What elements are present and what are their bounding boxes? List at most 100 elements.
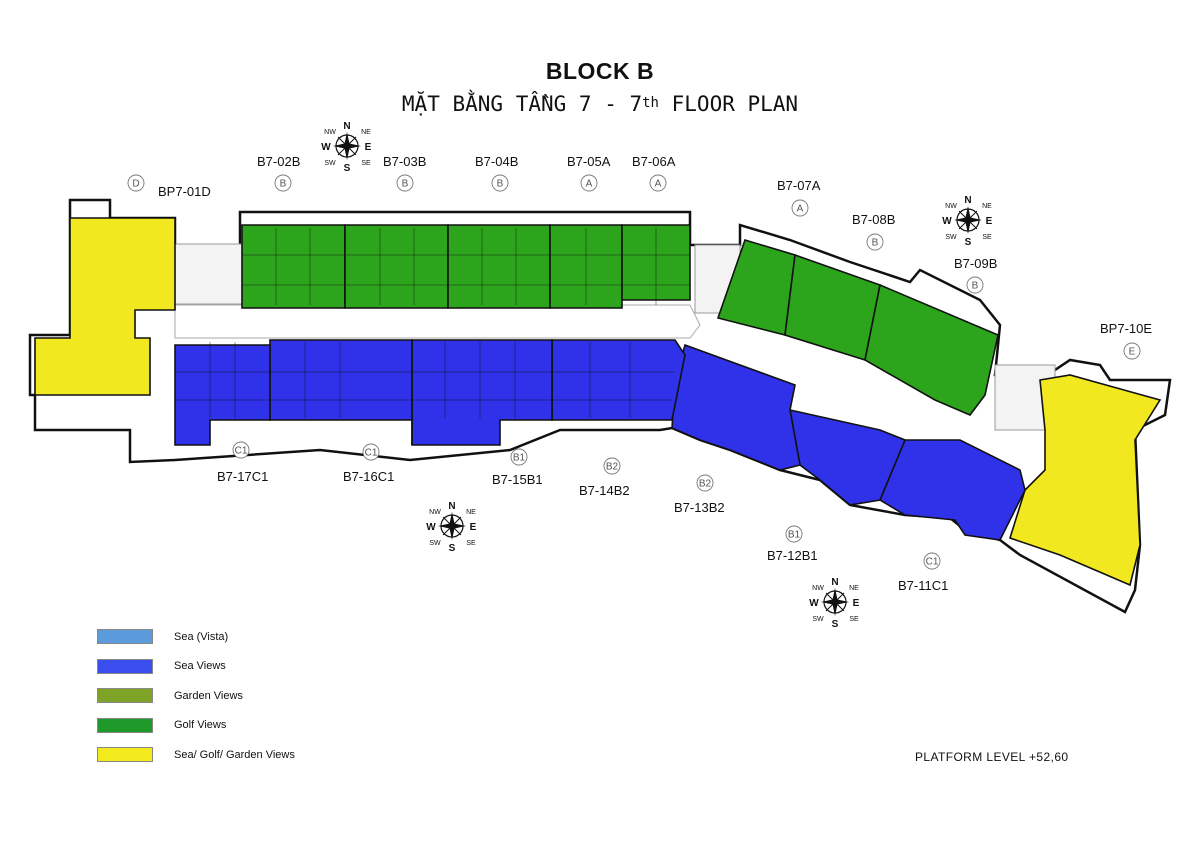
compass-direction-label: SE <box>361 160 371 167</box>
compass-direction-label: SE <box>982 234 992 241</box>
legend-item-sea-golf-garden-views: Sea/ Golf/ Garden Views <box>97 740 295 770</box>
compass-direction-label: N <box>448 501 455 512</box>
compass-direction-label: E <box>470 522 477 533</box>
compass-direction-label: W <box>942 216 952 227</box>
floor-plan-title: MẶT BẰNG TẦNG 7 - 7th FLOOR PLAN <box>0 92 1200 116</box>
unit-type-code: B <box>280 179 287 190</box>
block-title: BLOCK B <box>545 58 655 84</box>
unit-label-b7-06a: B7-06A <box>632 154 676 169</box>
compass-direction-label: S <box>832 619 839 630</box>
unit-type-code: A <box>586 179 593 190</box>
compass-direction-label: N <box>343 121 350 132</box>
compass-direction-label: SE <box>849 616 859 623</box>
compass-direction-label: N <box>964 195 971 206</box>
unit-type-marker <box>274 174 292 192</box>
unit-label-b7-13b2: B7-13B2 <box>674 500 725 515</box>
legend-label: Garden Views <box>174 689 243 702</box>
compass-direction-label: S <box>449 543 456 554</box>
compass-direction-label: W <box>426 522 436 533</box>
compass-direction-label: NE <box>361 129 371 136</box>
unit-type-code: B <box>497 179 504 190</box>
unit-type-marker <box>232 441 250 459</box>
unit-type-code: B1 <box>788 530 801 541</box>
compass-direction-label: SW <box>324 160 336 167</box>
unit-b7-17c1 <box>174 344 271 446</box>
compass-direction-label: SW <box>945 234 957 241</box>
compass-direction-label: W <box>321 142 331 153</box>
unit-type-marker <box>923 552 941 570</box>
unit-type-code: A <box>655 179 662 190</box>
unit-label-b7-14b2: B7-14B2 <box>579 483 630 498</box>
legend-swatch <box>97 747 153 763</box>
compass-direction-label: NW <box>945 203 957 210</box>
unit-bp7-10e <box>1009 374 1162 587</box>
unit-type-code: B2 <box>699 479 712 490</box>
unit-label-b7-17c1: B7-17C1 <box>217 469 268 484</box>
unit-type-marker <box>791 199 809 217</box>
unit-b7-02b <box>241 224 346 309</box>
unit-label-b7-08b: B7-08B <box>852 212 895 227</box>
compass-direction-label: SW <box>429 540 441 547</box>
unit-b7-04b <box>447 224 551 309</box>
unit-type-marker <box>127 174 145 192</box>
unit-label-b7-02b: B7-02B <box>257 154 300 169</box>
floor-title-main: MẶT BẰNG TẦNG 7 - 7 <box>401 92 643 116</box>
unit-type-code: C1 <box>926 557 939 568</box>
compass-direction-label: E <box>365 142 372 153</box>
compass-direction-label: S <box>965 237 972 248</box>
legend-item-golf-views: Golf Views <box>97 711 295 741</box>
unit-type-code: B1 <box>513 453 526 464</box>
unit-type-code: B2 <box>606 462 619 473</box>
room-partitions <box>175 228 690 418</box>
unit-type-marker <box>966 276 984 294</box>
unit-b7-14b2 <box>551 339 686 421</box>
compass-direction-label: NE <box>849 585 859 592</box>
compass-direction-label: NE <box>466 509 476 516</box>
unit-label-b7-11c1: B7-11C1 <box>898 578 948 593</box>
unit-label-b7-03b: B7-03B <box>383 154 426 169</box>
unit-type-code: B <box>402 179 409 190</box>
unit-type-marker <box>785 525 803 543</box>
unit-label-b7-09b: B7-09B <box>954 256 997 271</box>
unit-b7-11c1 <box>878 439 1026 541</box>
compass-direction-label: NW <box>812 585 824 592</box>
unit-type-marker <box>491 174 509 192</box>
compass-direction-label: SE <box>466 540 476 547</box>
compass-direction-label: SW <box>812 616 824 623</box>
unit-type-code: D <box>132 179 139 190</box>
unit-type-marker <box>696 474 714 492</box>
unit-type-code: E <box>1129 347 1136 358</box>
unit-label-b7-12b1: B7-12B1 <box>767 548 818 563</box>
unit-type-marker <box>866 233 884 251</box>
unit-type-marker <box>580 174 598 192</box>
platform-level-label: PLATFORM LEVEL +52,60 <box>915 750 1069 764</box>
legend-label: Golf Views <box>174 719 227 732</box>
unit-type-marker <box>362 443 380 461</box>
unit-labels: BP7-01DDB7-02BBB7-03BBB7-04BBB7-05AAB7-0… <box>127 154 1152 593</box>
unit-bp7-01d <box>34 217 176 396</box>
unit-type-marker <box>649 174 667 192</box>
view-legend: Sea (Vista) Sea Views Garden Views Golf … <box>97 622 295 770</box>
legend-swatch <box>97 688 153 704</box>
compass-direction-label: NW <box>429 509 441 516</box>
unit-type-marker <box>1123 342 1141 360</box>
legend-label: Sea/ Golf/ Garden Views <box>174 748 295 761</box>
unit-type-marker <box>603 457 621 475</box>
compass-direction-label: W <box>809 598 819 609</box>
unit-b7-09b <box>864 283 999 416</box>
unit-label-b7-04b: B7-04B <box>475 154 518 169</box>
unit-label-bp7-01d: BP7-01D <box>158 184 211 199</box>
compass-direction-label: E <box>986 216 993 227</box>
compass-direction-label: NW <box>324 129 336 136</box>
unit-label-bp7-10e: BP7-10E <box>1100 321 1152 336</box>
floor-title-superscript: th <box>642 95 659 111</box>
unit-label-b7-16c1: B7-16C1 <box>343 469 394 484</box>
unit-type-code: B <box>972 281 979 292</box>
unit-type-code: C1 <box>235 446 248 457</box>
unit-type-code: C1 <box>365 448 378 459</box>
legend-item-sea-views: Sea Views <box>97 652 295 682</box>
